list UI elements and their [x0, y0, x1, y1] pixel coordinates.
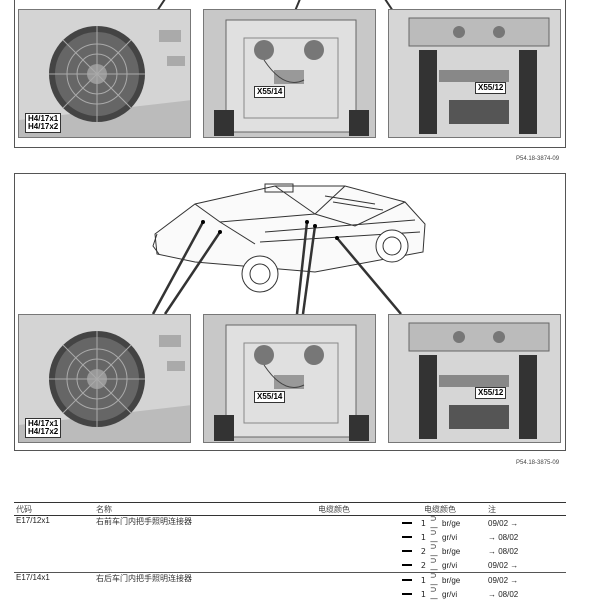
header-note: 注 [486, 502, 566, 516]
figure-2-reference: P54.18-3875-09 [516, 460, 560, 466]
row-wires: 1⊃—br/ge 1⊃—gr/vi [316, 571, 486, 603]
figure-2-frame: H4/17x1 H4/17x2 X55/14 X55/12 [14, 173, 566, 451]
figure-1-frame: H4/17x1 H4/17x2 X55/14 X55/12 [14, 0, 566, 148]
speaker-photo-2: H4/17x1 H4/17x2 [18, 314, 191, 443]
wire-entry: 1⊃—gr/vi [318, 528, 484, 546]
speaker-photo-1: H4/17x1 H4/17x2 [18, 9, 191, 138]
seat-frame-photo-2: X55/12 [388, 314, 561, 443]
car-illustration [152, 183, 426, 293]
seat-connector-label: X55/14 [254, 86, 286, 98]
wire-entry: 1⊃—br/ge [318, 571, 484, 589]
speaker-connector-label-2: H4/17x1 H4/17x2 [25, 418, 62, 438]
ground-symbol-icon [402, 579, 412, 581]
plug-icon: ⊃— [430, 542, 438, 560]
header-code: 代码 [14, 502, 94, 516]
plug-icon: ⊃— [430, 514, 438, 532]
seat-frame-photo-1: X55/12 [388, 9, 561, 138]
row-notes: 09/02 → → 08/02 [488, 575, 519, 599]
table-row: E17/14x1 右后车门内把手照明连接器 1⊃—br/ge 1⊃—gr/vi … [14, 571, 566, 603]
row-code: E17/14x1 [16, 573, 50, 582]
plug-icon: ⊃— [430, 528, 438, 546]
plug-icon: ⊃— [430, 556, 438, 574]
row-name: 右前车门内把手照明连接器 [94, 515, 316, 573]
seat-frame-connector-label: X55/12 [475, 82, 507, 94]
row-name: 右后车门内把手照明连接器 [96, 574, 192, 583]
wire-entry: 1⊃—br/ge [318, 514, 484, 532]
seat-photo-2: X55/14 [203, 314, 376, 443]
header-wire-color: 电缆颜色 [394, 502, 486, 516]
ground-symbol-icon [402, 564, 412, 566]
row-code: E17/12x1 [14, 515, 94, 573]
ground-symbol-icon [402, 522, 412, 524]
row-wires: 1⊃—br/ge 1⊃—gr/vi 2⊃—br/ge 2⊃—gr/vi [316, 514, 486, 574]
header-name: 名称 [94, 502, 316, 516]
row-notes: 09/02 → → 08/02 → 08/02 09/02 → [486, 515, 566, 573]
seat-frame-connector-label-2: X55/12 [475, 387, 507, 399]
seat-photo-1: X55/14 [203, 9, 376, 138]
connector-table: 代码 名称 电缆颜色 电缆颜色 注 E17/12x1 右前车门内把手照明连接器 … [14, 502, 566, 603]
seat-connector-label-2: X55/14 [254, 391, 286, 403]
table-header-row: 代码 名称 电缆颜色 电缆颜色 注 [14, 502, 566, 516]
header-cable-color: 电缆颜色 [316, 502, 394, 516]
ground-symbol-icon [402, 550, 412, 552]
wire-entry: 2⊃—gr/vi [318, 556, 484, 574]
ground-symbol-icon [402, 593, 412, 595]
plug-icon: ⊃— [430, 571, 438, 589]
figure-1-reference: P54.18-3874-09 [516, 156, 560, 162]
wire-entry: 2⊃—br/ge [318, 542, 484, 560]
figure-2-leaders [151, 220, 402, 315]
wire-entry: 1⊃—gr/vi [318, 585, 484, 603]
plug-icon: ⊃— [430, 585, 438, 603]
speaker-connector-label: H4/17x1 H4/17x2 [25, 113, 62, 133]
ground-symbol-icon [402, 536, 412, 538]
table-row: E17/12x1 右前车门内把手照明连接器 1⊃—br/ge 1⊃—gr/vi … [14, 514, 566, 574]
